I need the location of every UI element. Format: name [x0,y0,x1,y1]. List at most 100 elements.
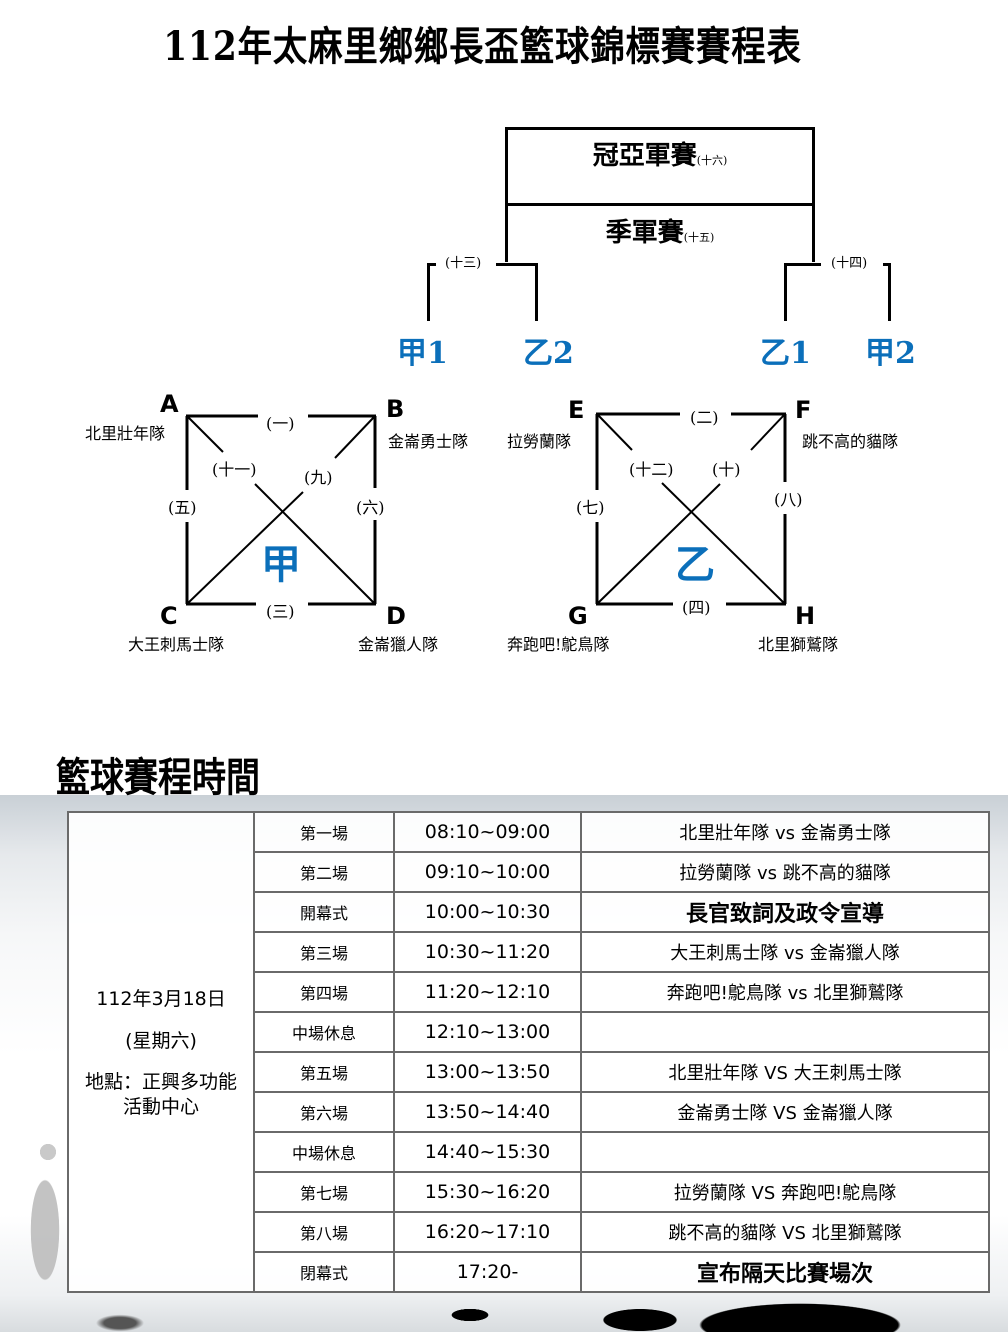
diag-eh [661,482,786,605]
corner-e: E [568,396,585,424]
diag-bc [186,491,304,605]
seed-jia-1: 甲1 [397,336,448,371]
time-cell: 14:40~15:30 [393,1131,582,1173]
match-cell: 拉勞蘭隊 VS 奔跑吧!鴕鳥隊 [580,1171,990,1213]
semifinal-left-number: (十三) [445,256,482,271]
corner-g: G [568,602,588,630]
game-cell: 第八場 [253,1211,395,1253]
match-cell [580,1011,990,1053]
match-number: (二) [690,408,719,427]
match-cell: 奔跑吧!鴕鳥隊 vs 北里獅鷲隊 [580,971,990,1013]
location-line-1: 地點：正興多功能 [84,1070,237,1093]
final-game-number: (十六) [696,154,728,167]
bracket-line [496,263,538,266]
final-game-title: 冠亞軍賽 [592,141,697,171]
bracket-line [784,263,821,266]
diag-ad [186,415,224,453]
group-yi-lines [595,412,787,606]
bracket-line [535,263,538,321]
corner-a: A [160,390,179,418]
game-cell: 第六場 [253,1091,395,1133]
seed-jia-2: 甲2 [865,336,916,371]
diag-eh [596,413,633,451]
third-place-label: 季軍賽(十五) [508,212,812,249]
match-number: (十一) [212,460,257,479]
time-cell: 09:10~10:00 [393,851,582,893]
time-cell: 16:20~17:10 [393,1211,582,1253]
diag-fg [596,483,721,605]
ink-splash-decoration [0,1295,1008,1332]
diag-ad [254,483,376,605]
location-line-2: 活動中心 [122,1095,199,1118]
date: 112年3月18日 [96,987,226,1010]
weekday: (星期六) [125,1030,197,1053]
match-cell: 長官致詞及政令宣導 [580,891,990,933]
time-cell: 17:20- [393,1251,582,1293]
match-number: (十二) [629,460,674,479]
match-number: (七) [576,498,605,517]
match-number: (五) [168,498,197,517]
match-cell: 北里壯年隊 VS 大王刺馬士隊 [580,1051,990,1093]
match-number: (四) [682,598,711,617]
game-cell: 中場休息 [253,1131,395,1173]
corner-b: B [386,395,405,423]
bracket-line [427,263,436,266]
match-number: (一) [266,414,295,433]
match-cell: 北里壯年隊 vs 金崙勇士隊 [580,811,990,853]
time-cell: 13:00~13:50 [393,1051,582,1093]
time-cell: 13:50~14:40 [393,1091,582,1133]
bracket-line [888,263,891,321]
final-game-label: 冠亞軍賽(十六) [508,135,812,172]
third-place-title: 季軍賽 [605,218,684,248]
time-cell: 12:10~13:00 [393,1011,582,1053]
match-cell: 跳不高的貓隊 VS 北里獅鷲隊 [580,1211,990,1253]
game-cell: 第三場 [253,931,395,973]
finals-divider [508,203,812,206]
date-location-cell: 112年3月18日 (星期六) 地點：正興多功能活動中心 [67,811,255,1293]
match-number: (十) [712,460,741,479]
corner-h: H [795,602,816,630]
match-number: (九) [304,468,333,487]
game-cell: 第七場 [253,1171,395,1213]
third-place-number: (十五) [683,231,715,244]
game-cell: 中場休息 [253,1011,395,1053]
corner-d: D [386,602,406,630]
match-cell: 宣布隔天比賽場次 [580,1251,990,1293]
team-e: 拉勞蘭隊 [507,432,572,451]
match-cell [580,1131,990,1173]
time-cell: 11:20~12:10 [393,971,582,1013]
corner-c: C [160,602,178,630]
seed-yi-2: 乙2 [523,336,574,371]
match-cell: 拉勞蘭隊 vs 跳不高的貓隊 [580,851,990,893]
game-cell: 第五場 [253,1051,395,1093]
bracket-line [427,263,430,321]
bracket-line [883,263,891,266]
diag-fg [750,413,786,451]
team-a: 北里壯年隊 [85,424,166,443]
group-name-jia: 甲 [261,541,301,588]
time-cell: 10:00~10:30 [393,891,582,933]
time-cell: 10:30~11:20 [393,931,582,973]
date-block: 112年3月18日 (星期六) 地點：正興多功能活動中心 [69,985,253,1119]
match-number: (八) [774,490,803,509]
game-cell: 第四場 [253,971,395,1013]
match-cell: 大王刺馬士隊 vs 金崙獵人隊 [580,931,990,973]
match-cell: 金崙勇士隊 VS 金崙獵人隊 [580,1091,990,1133]
schedule-title: 籃球賽程時間 [56,754,260,801]
game-cell: 第二場 [253,851,395,893]
game-cell: 第一場 [253,811,395,853]
team-b: 金崙勇士隊 [388,432,469,451]
time-cell: 15:30~16:20 [393,1171,582,1213]
